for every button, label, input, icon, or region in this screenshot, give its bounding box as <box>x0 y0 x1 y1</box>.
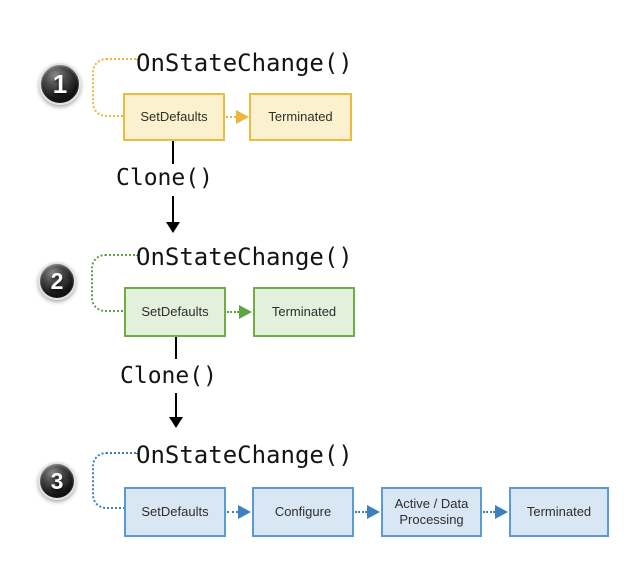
stage-3-onstatechange-loop-connector <box>92 452 138 509</box>
arrowhead-icon <box>169 417 183 428</box>
stage-1-number-badge: 1 <box>39 63 81 105</box>
stage-3-state-configure: Configure <box>252 487 354 537</box>
stage-1-onstatechange-loop-connector <box>92 58 138 117</box>
stage-1-state-terminated: Terminated <box>249 93 352 141</box>
clone-2-connector-line <box>175 337 177 359</box>
arrow-shaft <box>175 393 177 417</box>
arrowhead-icon <box>239 305 252 319</box>
stage-1-event-label: OnStateChange() <box>136 49 353 77</box>
clone-1-label: Clone() <box>116 165 213 191</box>
dotted-line <box>227 311 239 313</box>
stage-2-number-badge: 2 <box>38 262 76 300</box>
arrowhead-icon <box>367 505 380 519</box>
stage-3-transition-arrow-1 <box>227 505 251 519</box>
stage-2-state-setdefaults: SetDefaults <box>124 287 226 337</box>
stage-2-event-label: OnStateChange() <box>136 243 353 271</box>
stage-3-transition-arrow-2 <box>355 505 380 519</box>
arrow-shaft <box>172 196 174 222</box>
stage-3-state-active-data-processing: Active / Data Processing <box>381 487 482 537</box>
stage-1-transition-arrow <box>226 110 249 124</box>
stage-2-state-terminated: Terminated <box>253 287 355 337</box>
state-label: Terminated <box>268 109 333 124</box>
stage-1-state-setdefaults: SetDefaults <box>123 93 225 141</box>
state-label: Terminated <box>526 504 592 519</box>
state-label: SetDefaults <box>141 304 209 319</box>
stage-3-number-badge: 3 <box>38 462 76 500</box>
stage-2-onstatechange-loop-connector <box>91 254 138 312</box>
state-label: Active / Data Processing <box>394 496 469 527</box>
state-label: SetDefaults <box>140 109 208 124</box>
arrowhead-icon <box>238 505 251 519</box>
arrowhead-icon <box>495 505 508 519</box>
arrowhead-icon <box>166 222 180 233</box>
stage-3-transition-arrow-3 <box>483 505 508 519</box>
dotted-line <box>227 511 238 513</box>
dotted-line <box>483 511 495 513</box>
state-label: SetDefaults <box>141 504 209 519</box>
stage-3-state-terminated: Terminated <box>509 487 609 537</box>
clone-2-label: Clone() <box>120 363 217 389</box>
arrowhead-icon <box>236 110 249 124</box>
dotted-line <box>355 511 367 513</box>
stage-3-event-label: OnStateChange() <box>136 441 353 469</box>
state-label: Configure <box>274 504 332 519</box>
clone-1-down-arrow <box>166 196 180 233</box>
stage-2-transition-arrow <box>227 305 252 319</box>
clone-1-connector-line <box>172 141 174 164</box>
state-label: Terminated <box>271 304 337 319</box>
clone-2-down-arrow <box>169 393 183 428</box>
dotted-line <box>226 116 236 118</box>
stage-3-state-setdefaults: SetDefaults <box>124 487 226 537</box>
